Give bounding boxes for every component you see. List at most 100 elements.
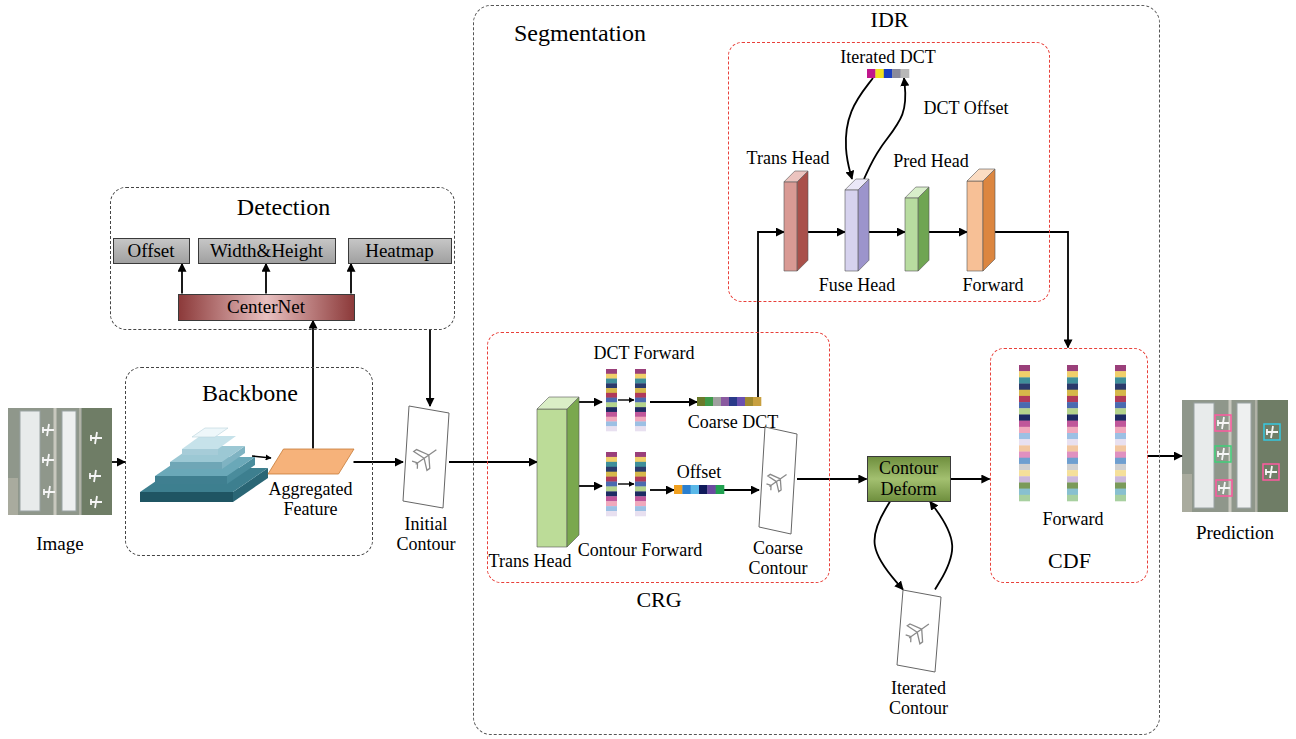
slab-shape (905, 187, 929, 271)
bar-shape (753, 397, 761, 406)
vec-shape (606, 477, 617, 482)
prediction-image (1263, 464, 1279, 480)
vec-shape (1019, 377, 1030, 383)
vec-shape (1067, 458, 1078, 464)
prediction-image (1237, 403, 1251, 508)
group-region: ForwardCDF (990, 348, 1148, 583)
node-label: Forward (1043, 509, 1104, 529)
vec-shape (1019, 439, 1030, 445)
vec-shape (635, 374, 646, 379)
vec-shape (1067, 408, 1078, 414)
prediction-image (1182, 474, 1192, 512)
edge-label: DCT Offset (922, 98, 1011, 118)
input-image (79, 408, 81, 515)
vec-shape (1115, 384, 1126, 390)
node-label: Segmentation (514, 20, 646, 47)
vec-shape (1019, 408, 1030, 414)
vec-shape (602, 452, 650, 516)
vec-shape (1115, 482, 1126, 488)
node-label: IDR (871, 8, 909, 33)
node-label: CDF (1048, 549, 1091, 574)
bar-shape (867, 69, 909, 78)
node-label: CenterNet (227, 296, 305, 317)
node-label: Coarse Contour (742, 538, 814, 578)
vec-shape (1115, 433, 1126, 439)
vec-shape (606, 383, 617, 388)
slab-shape (845, 190, 858, 271)
vec-shape (635, 388, 646, 393)
page-shape (403, 406, 449, 508)
network-head: Trans Head (537, 397, 579, 547)
vec-shape (606, 457, 617, 462)
vec-shape (606, 407, 617, 412)
vec-shape (1019, 482, 1030, 488)
slab-shape (567, 397, 579, 547)
vec-shape (1115, 476, 1126, 482)
page-shape (901, 615, 934, 648)
vec-shape (1019, 384, 1030, 390)
node-label: Pred Head (893, 151, 968, 171)
vec-shape (1019, 427, 1030, 433)
network-head: Trans Head (784, 171, 808, 271)
input-image (62, 411, 76, 511)
vec-shape (1115, 427, 1126, 433)
prediction-image (1182, 400, 1288, 512)
bar-shape (674, 485, 683, 494)
image-frame: Image (8, 408, 112, 515)
connector-arrow (724, 489, 759, 491)
vec-shape (635, 369, 646, 374)
prediction-image (1216, 480, 1232, 496)
vec-shape (635, 511, 646, 516)
prediction-image (1266, 426, 1278, 438)
bar-shape (699, 485, 708, 494)
connector-arrow (449, 461, 537, 463)
node-label: Prediction (1196, 522, 1274, 543)
vec-shape (1019, 458, 1030, 464)
vec-shape (1115, 470, 1126, 476)
feature-pyramid (140, 428, 268, 502)
vec-shape (635, 421, 646, 426)
page-shape (763, 467, 792, 495)
vec-shape (1019, 414, 1030, 420)
vec-shape (606, 482, 617, 487)
vec-shape (606, 501, 617, 506)
node-label: Image (36, 533, 83, 554)
vec-shape (606, 511, 617, 516)
prediction-image (1265, 466, 1277, 478)
slab-shape (845, 179, 869, 190)
bar-shape (867, 69, 876, 78)
prediction-image (1264, 424, 1280, 440)
vec-shape (635, 426, 646, 431)
prediction-image (1218, 482, 1230, 494)
bar-shape (745, 397, 753, 406)
input-image (89, 470, 101, 482)
vec-shape (1019, 371, 1030, 377)
node-label: Iterated Contour (879, 678, 959, 718)
vec-shape (606, 506, 617, 511)
input-image (43, 486, 55, 498)
prediction-image (1258, 400, 1288, 512)
vec-shape (606, 472, 617, 477)
bar-shape (875, 69, 884, 78)
vec-shape (606, 486, 617, 491)
connector-arrow (312, 321, 314, 449)
contour-sheet: Initial Contour (403, 406, 449, 508)
vec-shape (606, 467, 617, 472)
vec-shape (618, 399, 634, 400)
slab-shape (797, 171, 808, 271)
slab-shape (537, 397, 579, 409)
input-image (8, 408, 112, 515)
connector-arrow (1148, 455, 1183, 457)
input-image (8, 408, 112, 515)
vec-shape (606, 379, 617, 384)
vec-shape (606, 426, 617, 431)
vec-shape (606, 452, 617, 457)
vec-shape (1019, 489, 1030, 495)
input-image (20, 411, 40, 511)
vec-shape (1067, 489, 1078, 495)
connector-arrow (951, 478, 990, 480)
vec-shape (635, 482, 646, 487)
prediction-image (1255, 400, 1257, 512)
